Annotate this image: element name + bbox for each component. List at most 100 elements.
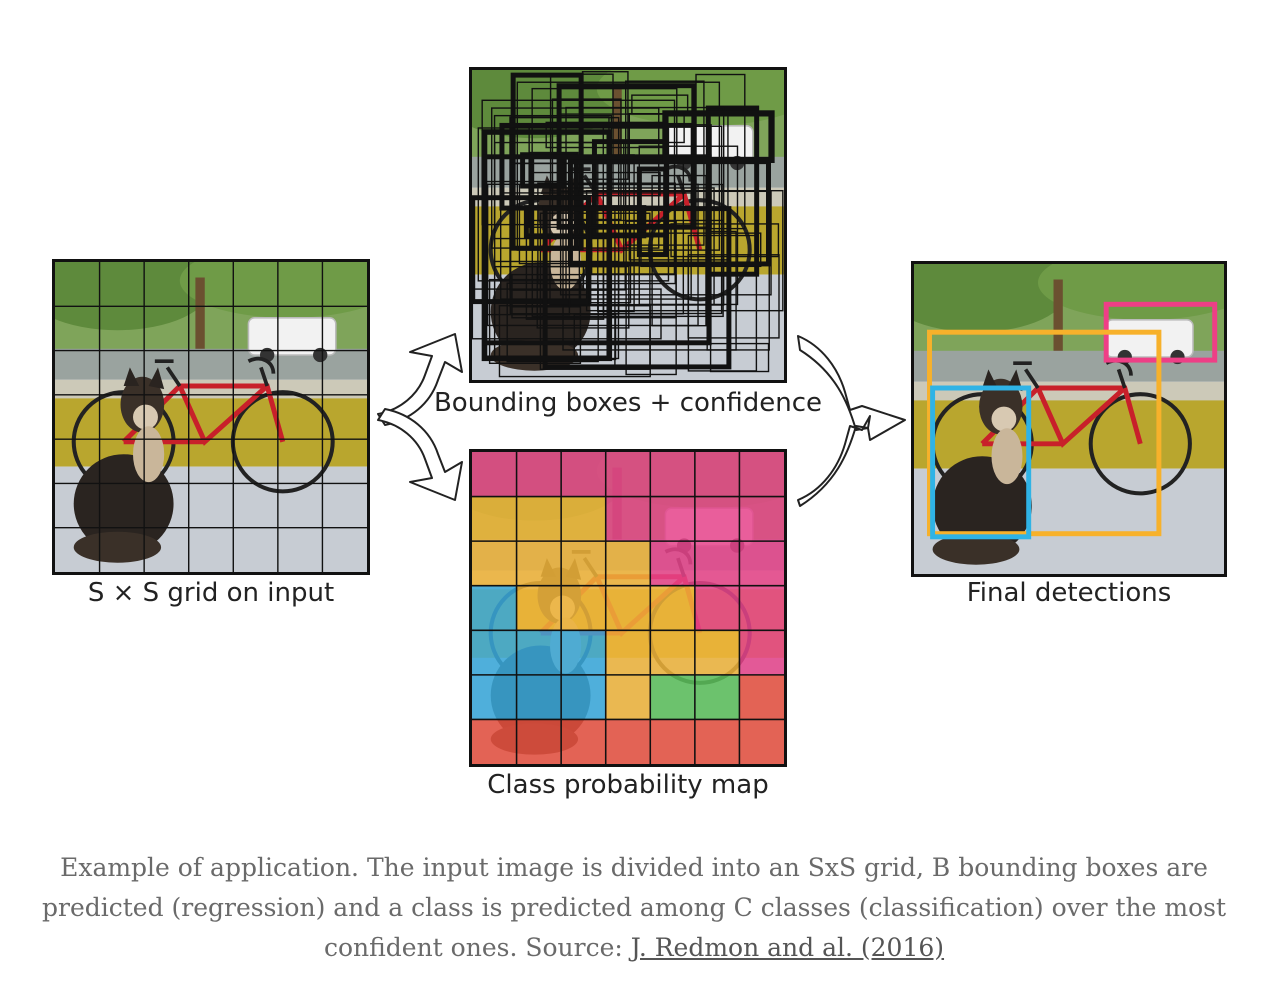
final-scene <box>914 264 1224 574</box>
bike-seat <box>1013 361 1040 390</box>
class-cell <box>605 541 651 586</box>
classmap-scene <box>472 452 784 764</box>
class-cell <box>739 496 784 542</box>
class-cell <box>694 674 740 720</box>
tree-trunk <box>1053 279 1063 357</box>
class-cell <box>739 585 784 631</box>
class-cell <box>650 674 695 720</box>
class-cell <box>516 674 562 720</box>
bicycle-detection-box <box>927 329 1162 537</box>
class-cell <box>561 452 606 497</box>
merge-arrow-bottom-icon <box>797 415 871 507</box>
bounding-box <box>549 187 715 306</box>
class-cell <box>694 496 740 542</box>
class-cell <box>472 541 517 586</box>
class-cell <box>650 496 695 542</box>
class-cell <box>739 674 784 720</box>
class-cell <box>605 719 651 764</box>
class-probability-label: Class probability map <box>487 770 769 800</box>
bounding-boxes-image <box>469 67 787 383</box>
class-cell <box>650 541 695 586</box>
bounding-box <box>542 206 732 370</box>
bounding-box <box>529 151 579 251</box>
bounding-box-strong <box>481 154 712 346</box>
class-cell <box>650 630 695 675</box>
source-link[interactable]: J. Redmon and al. (2016) <box>630 933 945 962</box>
grid-lines <box>55 262 367 572</box>
caption-text: Example of application. The input image … <box>41 853 1227 962</box>
class-cell <box>561 674 606 720</box>
dog-tail <box>73 531 162 563</box>
class-cell <box>650 452 695 497</box>
class-cell <box>605 585 651 631</box>
class-cell <box>605 630 651 675</box>
figure-caption: Example of application. The input image … <box>40 848 1228 968</box>
class-cells <box>472 452 784 764</box>
dog-tail <box>932 533 1020 565</box>
final-detections-image <box>911 261 1227 577</box>
bounding-box <box>670 223 780 258</box>
bounding-box <box>516 81 721 251</box>
bounding-box <box>625 220 677 376</box>
class-cell <box>739 541 784 586</box>
bounding-box-strong <box>662 110 775 163</box>
car-wheel <box>313 347 328 363</box>
class-cell <box>561 496 606 542</box>
bike-wheel <box>1088 392 1192 496</box>
class-cell <box>605 452 651 497</box>
tree-foliage <box>914 264 1069 333</box>
tree-foliage <box>55 262 211 331</box>
class-cell <box>516 719 562 764</box>
input-grid-image <box>52 259 370 575</box>
dog-muzzle <box>133 404 158 430</box>
bounding-box <box>472 288 662 340</box>
yellow-wall <box>55 398 367 467</box>
class-cell <box>516 496 562 542</box>
class-cell <box>472 585 517 631</box>
class-cell <box>516 541 562 586</box>
bounding-box <box>687 254 780 339</box>
tree-trunk <box>195 277 205 355</box>
bounding-box <box>525 235 605 320</box>
class-cell <box>516 452 562 497</box>
bounding-box <box>488 278 582 365</box>
input-grid-label: S × S grid on input <box>87 578 335 608</box>
dog-chest <box>133 426 165 483</box>
class-cell <box>561 585 606 631</box>
split-arrow-down-icon <box>377 408 463 501</box>
class-probability-map <box>469 449 787 767</box>
class-cell <box>472 452 517 497</box>
tree-foliage <box>179 262 367 318</box>
class-cell <box>694 585 740 631</box>
class-cell <box>605 496 651 542</box>
input-scene <box>55 262 367 572</box>
class-cell <box>561 630 606 675</box>
bounding-boxes-label: Bounding boxes + confidence <box>433 388 823 418</box>
class-cell <box>739 719 784 764</box>
dog-ears <box>123 367 165 390</box>
class-cell <box>739 630 784 675</box>
dog-chest <box>991 428 1023 485</box>
dog-muzzle <box>991 406 1017 432</box>
class-cell <box>694 719 740 764</box>
class-cell <box>472 674 517 720</box>
class-cell <box>472 496 517 542</box>
class-cell <box>650 719 695 764</box>
class-cell <box>516 585 562 631</box>
grid-lines <box>472 452 784 764</box>
class-cell <box>694 452 740 497</box>
class-cell <box>739 452 784 497</box>
class-cell <box>605 674 651 720</box>
class-cell <box>694 630 740 675</box>
class-cell <box>561 719 606 764</box>
bike-handlebar <box>247 356 276 387</box>
final-detections-label: Final detections <box>966 578 1172 608</box>
class-cell <box>694 541 740 586</box>
class-cell <box>561 541 606 586</box>
class-cell <box>472 719 517 764</box>
bike-seat <box>154 359 182 388</box>
yellow-wall <box>914 400 1224 469</box>
class-cell <box>472 630 517 675</box>
bounding-box <box>506 282 599 363</box>
boxes-scene <box>472 70 784 380</box>
